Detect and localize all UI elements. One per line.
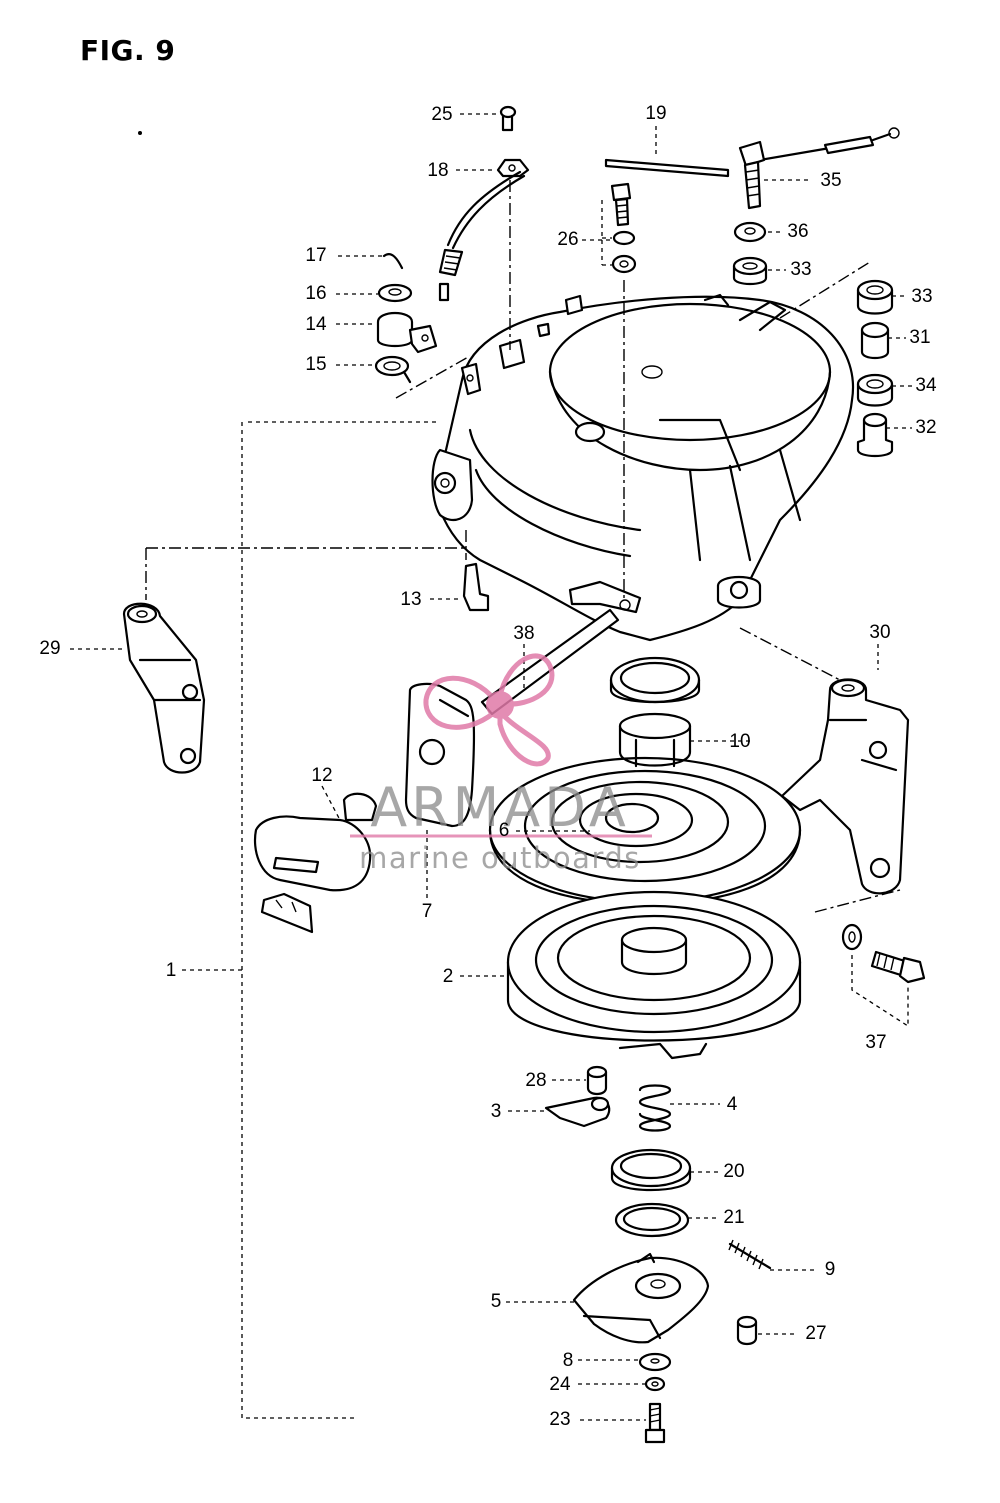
ring-21-drawing bbox=[614, 1202, 690, 1238]
part-label-p17: 17 bbox=[305, 245, 326, 266]
bolt-37-drawing bbox=[841, 923, 926, 1028]
grommet-34-drawing bbox=[856, 373, 894, 407]
rope-guide-7-drawing bbox=[404, 682, 476, 828]
pawl-3-drawing bbox=[544, 1096, 611, 1128]
washer-16-drawing bbox=[377, 283, 413, 303]
spring-case-10-drawing bbox=[618, 712, 692, 768]
part-label-p31: 31 bbox=[909, 327, 930, 348]
part-label-p7: 7 bbox=[422, 901, 433, 922]
starter-housing-drawing bbox=[431, 293, 855, 642]
part-label-p16: 16 bbox=[305, 283, 326, 304]
assembly-bracket-1 bbox=[241, 421, 440, 1419]
centerline-29 bbox=[145, 547, 466, 600]
collar-32-drawing bbox=[856, 412, 894, 458]
propeller-logo-icon bbox=[423, 653, 555, 767]
part-label-p25: 25 bbox=[431, 104, 452, 125]
part-label-p4: 4 bbox=[727, 1094, 738, 1115]
spring-20-drawing bbox=[610, 1148, 692, 1192]
part-label-p34: 34 bbox=[915, 375, 937, 396]
part-label-p28: 28 bbox=[525, 1070, 546, 1091]
armada-logo: ARMADA marine outboards bbox=[350, 653, 652, 875]
part-label-p13: 13 bbox=[400, 589, 421, 610]
watermark-brand: ARMADA bbox=[370, 776, 630, 839]
part-label-p18: 18 bbox=[427, 160, 448, 181]
part-label-p5: 5 bbox=[491, 1291, 502, 1312]
washer-36-drawing bbox=[733, 221, 767, 243]
screw-23-drawing bbox=[644, 1402, 666, 1444]
leader-lines bbox=[70, 113, 912, 1421]
part-label-p1: 1 bbox=[166, 960, 177, 981]
part-label-p10: 10 bbox=[729, 731, 750, 752]
part-label-p33a: 33 bbox=[790, 259, 811, 280]
part-label-p24: 24 bbox=[549, 1374, 571, 1395]
part-label-p33b: 33 bbox=[911, 286, 932, 307]
part-label-p35: 35 bbox=[820, 170, 841, 191]
part-label-p37: 37 bbox=[865, 1032, 886, 1053]
washer-8-drawing bbox=[638, 1352, 672, 1372]
cable-19-drawing bbox=[438, 127, 900, 302]
centerline-30 bbox=[739, 627, 841, 681]
part-label-p30: 30 bbox=[869, 622, 890, 643]
spring-4-drawing bbox=[638, 1084, 672, 1132]
part-label-p8: 8 bbox=[563, 1350, 574, 1371]
clip-15-drawing bbox=[374, 355, 412, 384]
centerline-33 bbox=[779, 261, 871, 319]
stray-dot bbox=[138, 131, 142, 135]
part-label-p29: 29 bbox=[39, 638, 60, 659]
part-label-p32: 32 bbox=[915, 417, 936, 438]
ratchet-5-drawing bbox=[572, 1252, 710, 1344]
watermark-tagline: marine outboards bbox=[359, 841, 641, 875]
part-label-p12: 12 bbox=[311, 765, 332, 786]
reel-2-drawing bbox=[506, 890, 802, 1060]
handle-12-drawing bbox=[254, 792, 378, 934]
part-label-p9: 9 bbox=[825, 1259, 836, 1280]
collar-28-drawing bbox=[586, 1065, 608, 1096]
washer-24-drawing bbox=[644, 1376, 666, 1392]
centerline-15 bbox=[395, 355, 471, 399]
part-label-p38: 38 bbox=[513, 623, 534, 644]
part-label-p36: 36 bbox=[787, 221, 808, 242]
bracket-14-drawing bbox=[376, 311, 438, 354]
figure-title: FIG. 9 bbox=[80, 34, 176, 67]
clamp-18-drawing bbox=[496, 158, 530, 178]
spring-9-drawing bbox=[728, 1239, 772, 1270]
part-label-p23: 23 bbox=[549, 1409, 570, 1430]
collar-31-drawing bbox=[860, 321, 890, 360]
bushing-33-right-drawing bbox=[856, 279, 894, 315]
bracket-29-drawing bbox=[122, 602, 206, 774]
part-label-p6: 6 bbox=[499, 820, 510, 841]
part-label-p21: 21 bbox=[723, 1207, 744, 1228]
screw-25-drawing bbox=[499, 105, 517, 132]
collar-27-drawing bbox=[736, 1315, 758, 1346]
pin-17-drawing bbox=[382, 253, 404, 270]
part-label-p19: 19 bbox=[645, 103, 666, 124]
part-label-p3: 3 bbox=[491, 1101, 502, 1122]
part-label-p14: 14 bbox=[305, 314, 327, 335]
bushing-33-drawing bbox=[732, 256, 768, 286]
bolt-26-drawing bbox=[601, 182, 637, 274]
latch-13-drawing bbox=[462, 562, 490, 612]
bolt-35-drawing bbox=[738, 140, 766, 210]
part-label-p2: 2 bbox=[443, 966, 454, 987]
part-label-p15: 15 bbox=[305, 354, 326, 375]
part-label-p27: 27 bbox=[805, 1323, 826, 1344]
bushing-top-ring-drawing bbox=[609, 656, 701, 704]
part-label-p20: 20 bbox=[723, 1161, 744, 1182]
bracket-30-drawing bbox=[780, 678, 910, 895]
part-label-p26: 26 bbox=[557, 229, 578, 250]
